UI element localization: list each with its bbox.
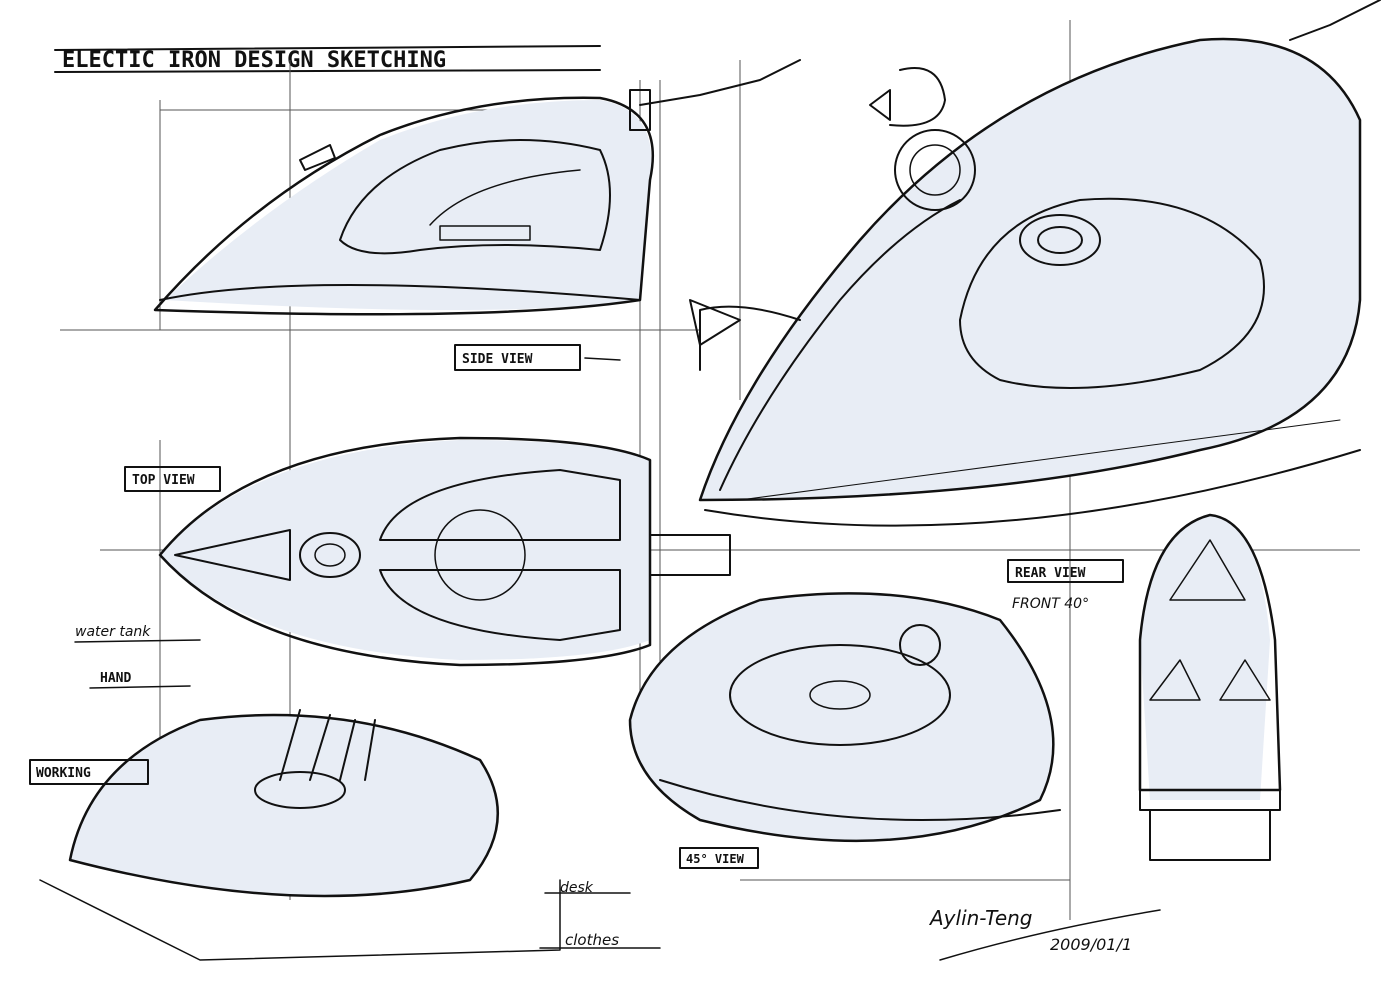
svg-text:FRONT 40°: FRONT 40°	[1012, 596, 1089, 612]
title-block: ELECTIC IRON DESIGN SKETCHING	[54, 45, 601, 73]
working-label: WORKING	[36, 766, 91, 781]
signature-date: 2009/01/1	[1050, 935, 1132, 954]
perspective-iron	[698, 0, 1381, 527]
signature: Aylin-Teng 2009/01/1	[928, 906, 1161, 961]
svg-text:SIDE VIEW: SIDE VIEW	[462, 352, 533, 367]
rear-view-iron	[1138, 513, 1282, 861]
signature-name: Aylin-Teng	[928, 906, 1033, 930]
clothes-label: clothes	[565, 931, 619, 949]
annotations: WORKING water tank HAND desk clothes	[29, 624, 661, 949]
water-tank-label: water tank	[75, 624, 151, 640]
side-view-iron	[153, 59, 801, 316]
top-view-label: TOP VIEW	[124, 466, 221, 492]
rear-view-label: REAR VIEW FRONT 40°	[1007, 559, 1124, 612]
page-title: ELECTIC IRON DESIGN SKETCHING	[62, 48, 446, 73]
angle-view-label: 45° VIEW	[679, 847, 759, 869]
svg-text:TOP VIEW: TOP VIEW	[132, 473, 195, 488]
rotation-arrows	[689, 67, 946, 371]
svg-text:REAR VIEW: REAR VIEW	[1015, 566, 1086, 581]
angled-iron	[628, 592, 1061, 843]
working-iron	[39, 709, 561, 961]
top-view-iron	[158, 436, 731, 667]
hand-label: HAND	[100, 671, 131, 686]
svg-text:45° VIEW: 45° VIEW	[686, 852, 745, 866]
side-view-label: SIDE VIEW	[454, 344, 621, 371]
desk-label: desk	[560, 880, 594, 896]
